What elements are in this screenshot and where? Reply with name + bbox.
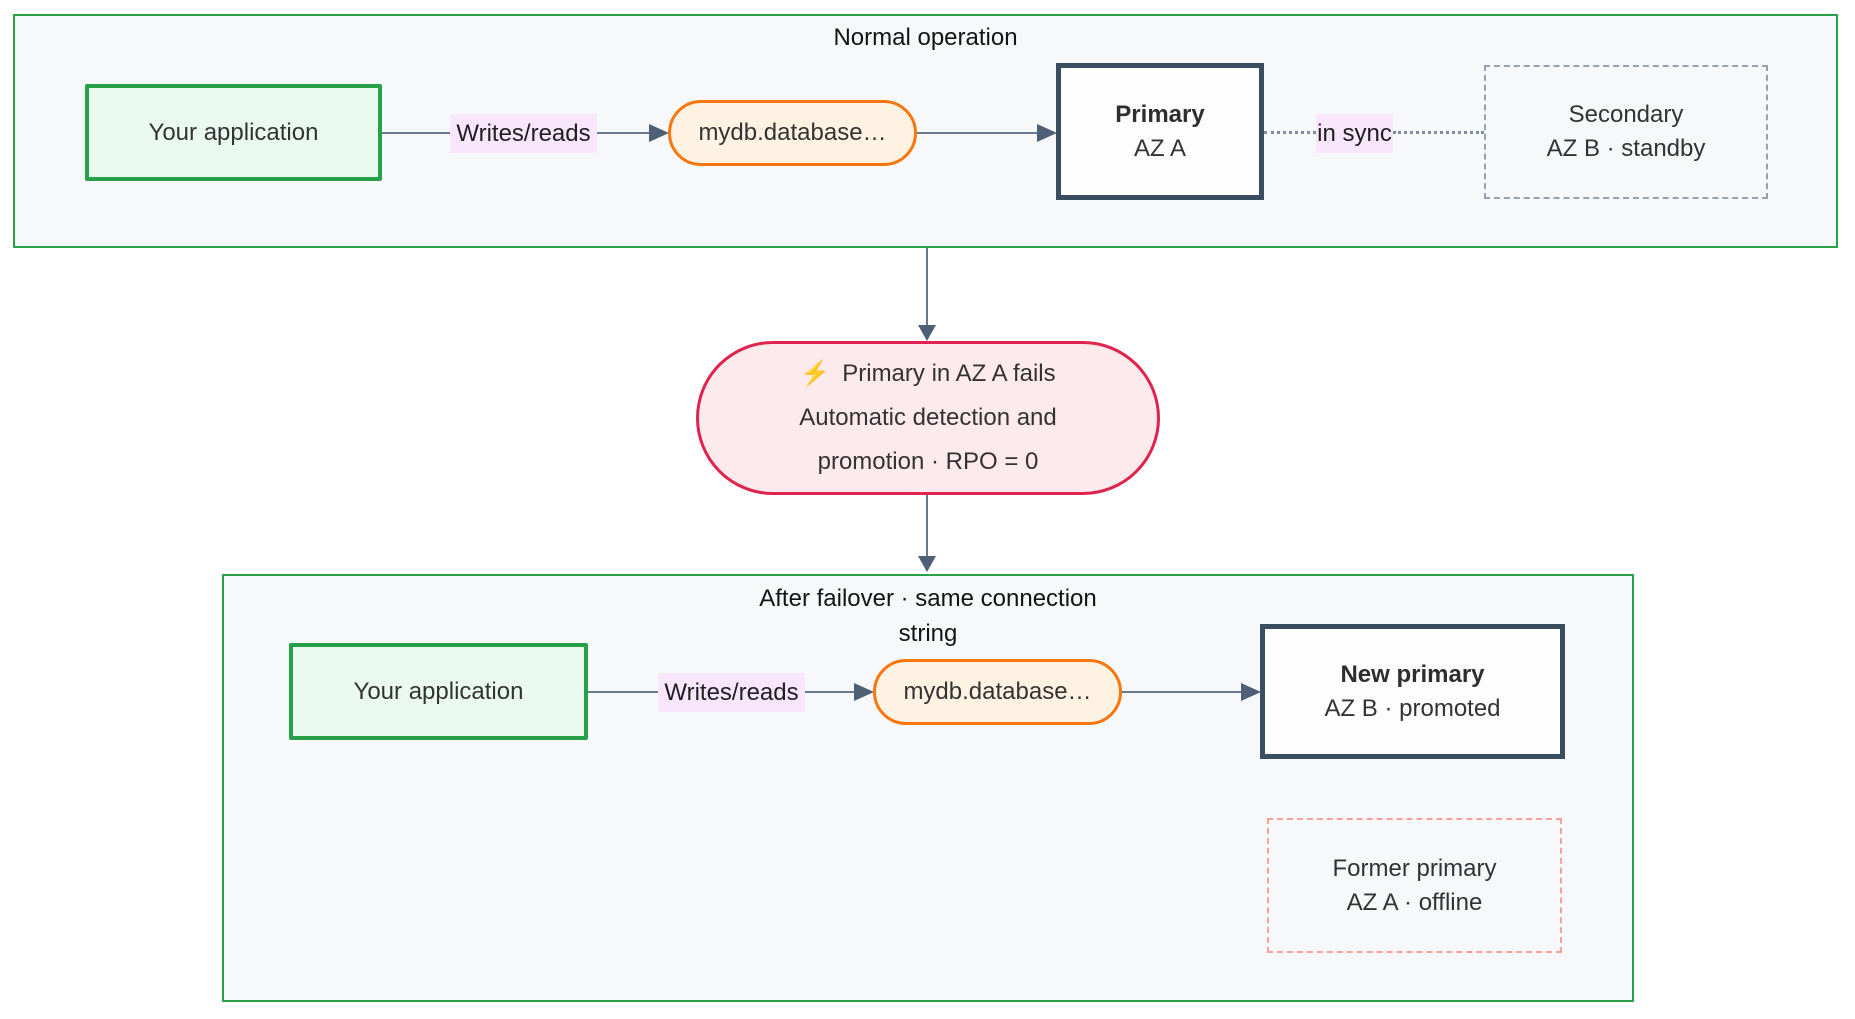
edge-dns-to-primary [917,132,1037,134]
writes-reads-edge-label-bottom: Writes/reads [658,673,805,712]
arrow-failover-to-bottom [926,495,928,557]
writes-reads-text-bottom: Writes/reads [664,678,799,706]
app-node-bottom-label: Your application [353,677,524,705]
writes-reads-edge-label-top: Writes/reads [450,114,597,153]
arrowhead-into-dns-bottom [854,683,874,701]
in-sync-text: in sync [1317,119,1392,147]
writes-reads-text-top: Writes/reads [456,119,591,147]
dns-node-top-label: mydb.database… [698,119,887,146]
sync-edge-left [1264,131,1316,134]
dns-node-bottom: mydb.database… [873,659,1122,725]
failure-line-1-text: Primary in AZ A fails [842,360,1056,387]
arrowhead-into-dns-top [649,124,669,142]
app-node-top-label: Your application [148,118,319,146]
edge-dns-to-new-primary [1122,691,1241,693]
app-node-bottom: Your application [289,643,588,740]
edge-label-to-dns-top [597,132,650,134]
edge-app-to-dns-top [382,132,450,134]
primary-node-title: Primary [1115,100,1205,128]
secondary-node: Secondary AZ B · standby [1484,65,1768,199]
after-failover-title-line2: string [898,620,958,647]
dns-node-top: mydb.database… [668,100,917,166]
primary-node: Primary AZ A [1056,63,1264,200]
failure-line-3: promotion · RPO = 0 [817,448,1039,475]
arrow-top-to-failover [926,248,928,326]
primary-node-sub: AZ A [1133,134,1187,162]
arrowhead-into-new-primary [1241,683,1261,701]
failure-line-1: ⚡ Primary in AZ A fails [800,352,1055,396]
arrowhead-into-primary [1037,124,1057,142]
new-primary-node-title: New primary [1340,660,1485,688]
new-primary-node-sub: AZ B · promoted [1324,694,1501,722]
secondary-node-sub: AZ B · standby [1546,135,1706,162]
dns-node-bottom-label: mydb.database… [903,678,1092,705]
former-primary-node-sub: AZ A · offline [1346,888,1483,916]
new-primary-node: New primary AZ B · promoted [1260,624,1565,759]
edge-label-to-dns-bottom [805,691,855,693]
after-failover-title-line1: After failover · same connection [759,585,1097,612]
former-primary-node: Former primary AZ A · offline [1267,818,1562,953]
former-primary-node-title: Former primary [1332,854,1497,882]
app-node-top: Your application [85,84,382,181]
normal-operation-title: Normal operation [833,24,1018,51]
in-sync-edge-label: in sync [1316,114,1393,153]
lightning-icon: ⚡ [800,360,831,387]
arrowhead-into-failover [918,325,936,341]
failure-line-2: Automatic detection and [799,404,1057,431]
secondary-node-title: Secondary [1568,101,1684,128]
sync-edge-right [1393,131,1484,134]
failure-event-node: ⚡ Primary in AZ A fails Automatic detecti… [696,341,1160,495]
arrowhead-into-bottom-section [918,556,936,572]
edge-app-to-dns-bottom [588,691,658,693]
